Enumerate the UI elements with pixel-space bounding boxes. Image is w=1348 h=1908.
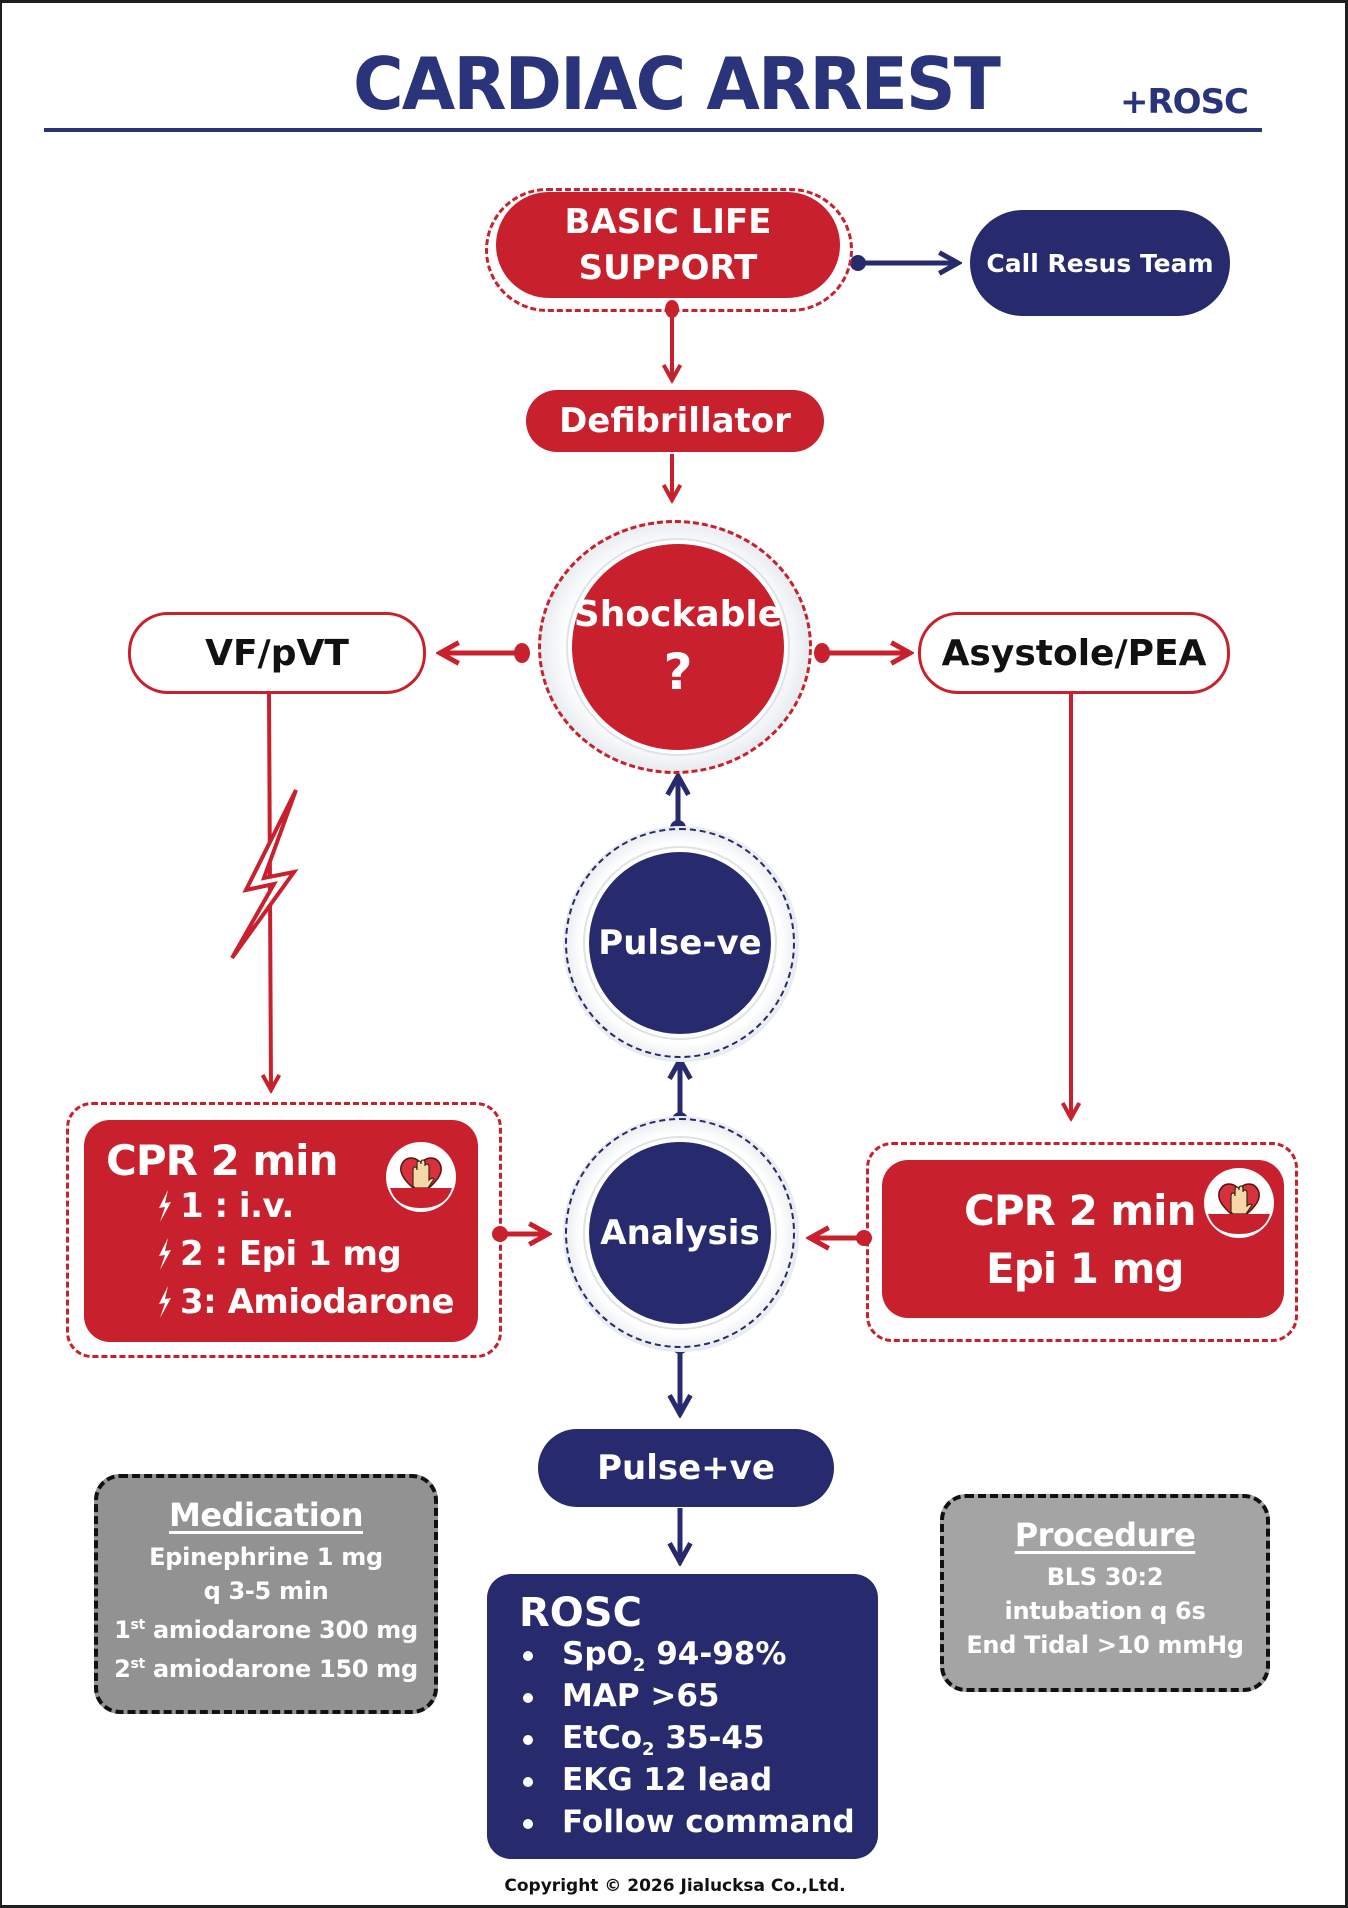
cpr-shockable-title: CPR 2 min <box>106 1136 338 1185</box>
node-pulse-positive[interactable]: Pulse+ve <box>538 1429 834 1507</box>
connector-shockable-to-asystole <box>814 643 910 663</box>
node-rosc[interactable]: ROSC SpO2 94-98% MAP >65 EtCo2 35-45 EKG… <box>487 1574 878 1859</box>
lightning-icon <box>159 1286 171 1318</box>
page-title: CARDIAC ARREST <box>352 42 1001 126</box>
cpr-nonshockable-title: CPR 2 min <box>964 1186 1196 1235</box>
rosc-checklist: SpO2 94-98% MAP >65 EtCo2 35-45 EKG 12 l… <box>487 1636 855 1846</box>
connector-cpr-right-to-analysis <box>810 1230 872 1246</box>
analysis-dashed-ring <box>565 1118 795 1348</box>
rosc-item-etco2: EtCo2 35-45 <box>487 1720 855 1762</box>
cpr-nonshockable-drug: Epi 1 mg <box>986 1244 1184 1293</box>
node-analysis[interactable]: Analysis <box>585 1138 775 1328</box>
medication-line-4: 2st amiodarone 150 mg <box>114 1655 418 1683</box>
medication-panel: Medication Epinephrine 1 mg q 3-5 min 1s… <box>94 1474 438 1714</box>
node-basic-life-support[interactable]: BASIC LIFE SUPPORT <box>496 192 840 298</box>
medication-title: Medication <box>168 1496 364 1534</box>
bls-line-1: BASIC LIFE <box>564 202 772 242</box>
rosc-item-follow-command: Follow command <box>487 1804 855 1846</box>
procedure-line-1: BLS 30:2 <box>1046 1563 1164 1591</box>
procedure-title: Procedure <box>1014 1516 1196 1554</box>
cpr-heart-hand-icon <box>1204 1168 1274 1238</box>
pulse-neg-dashed-ring <box>565 828 795 1058</box>
defib-shock-bolt-icon <box>230 789 299 960</box>
cpr-heart-hand-icon <box>386 1142 456 1212</box>
cpr-nonshockable-dashed-outline <box>866 1142 1298 1342</box>
shockable-label: Shockable <box>573 593 783 635</box>
rosc-title: ROSC <box>519 1590 642 1636</box>
cpr-shockable-dashed-outline <box>66 1102 502 1358</box>
bls-dashed-outline <box>485 188 853 312</box>
lightning-icon <box>159 1190 171 1222</box>
rosc-item-spo2: SpO2 94-98% <box>487 1636 855 1678</box>
procedure-line-3: End Tidal >10 mmHg <box>966 1631 1244 1659</box>
bls-line-2: SUPPORT <box>578 248 758 288</box>
procedure-panel: Procedure BLS 30:2 intubation q 6s End T… <box>940 1494 1270 1692</box>
connector-bls-to-defib <box>665 300 679 380</box>
node-vf-pvt[interactable]: VF/pVT <box>128 612 426 694</box>
connector-bls-to-call-team <box>850 255 958 271</box>
title-divider <box>44 128 1262 132</box>
cpr-step-2: 2 : Epi 1 mg <box>154 1234 402 1274</box>
node-call-resus-team[interactable]: Call Resus Team <box>970 210 1230 316</box>
cpr-step-1: 1 : i.v. <box>154 1186 294 1226</box>
node-defibrillator[interactable]: Defibrillator <box>526 390 824 452</box>
medication-line-2: q 3-5 min <box>203 1577 329 1605</box>
rosc-item-map: MAP >65 <box>487 1678 855 1720</box>
copyright-footer: Copyright © 2026 Jialucksa Co.,Ltd. <box>504 1876 846 1896</box>
procedure-line-2: intubation q 6s <box>1004 1597 1206 1625</box>
node-shockable-decision[interactable]: Shockable ? <box>568 540 788 754</box>
shockable-dashed-ring <box>538 520 812 774</box>
lightning-icon <box>159 1238 171 1270</box>
node-cpr-shockable[interactable]: CPR 2 min 1 : i.v. 2 : Epi 1 mg 3: Amiod… <box>84 1120 478 1342</box>
page-subtitle: +ROSC <box>1120 82 1249 122</box>
rosc-item-ekg: EKG 12 lead <box>487 1762 855 1804</box>
connector-shockable-to-vf <box>440 643 530 663</box>
question-mark-icon: ? <box>663 642 693 701</box>
medication-line-3: 1st amiodarone 300 mg <box>114 1616 418 1644</box>
node-pulse-negative[interactable]: Pulse-ve <box>585 848 775 1038</box>
node-asystole-pea[interactable]: Asystole/PEA <box>918 612 1230 694</box>
medication-line-1: Epinephrine 1 mg <box>149 1543 383 1571</box>
node-cpr-nonshockable[interactable]: CPR 2 min Epi 1 mg <box>882 1160 1284 1318</box>
cpr-step-3: 3: Amiodarone <box>154 1282 455 1322</box>
